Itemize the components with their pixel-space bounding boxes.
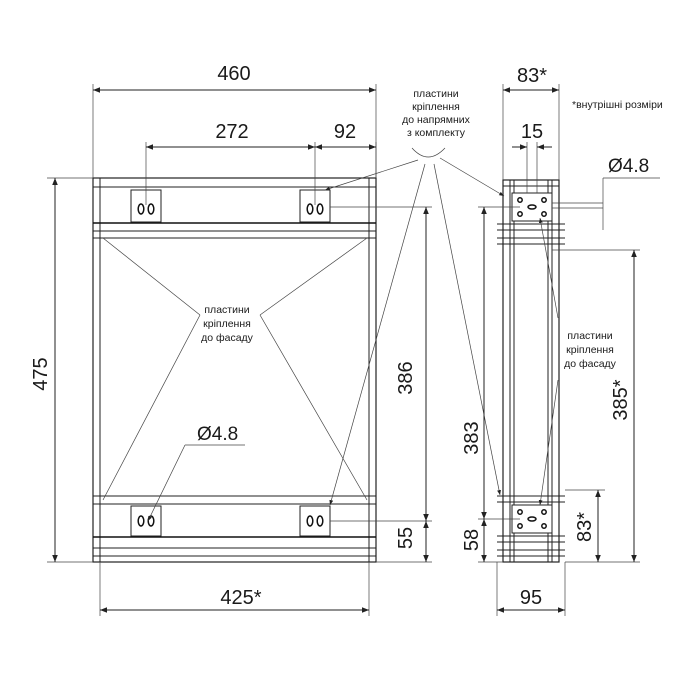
front-facade-label-2: кріплення — [203, 318, 251, 330]
dim-hole-spacing: 272 — [215, 121, 248, 143]
side-dim-383: 383 — [461, 421, 483, 454]
side-bottom-plate — [511, 504, 553, 534]
side-dim-hole-spacing: 15 — [521, 121, 543, 143]
bottom-left-plate — [130, 505, 162, 537]
front-view: пластини кріплення до фасаду Ø4.8 460 27… — [30, 63, 432, 616]
side-dim-top-width: 83* — [517, 65, 547, 87]
side-facade-label-3: до фасаду — [564, 358, 617, 370]
bottom-right-plate — [299, 505, 331, 537]
side-facade-label-2: кріплення — [566, 344, 614, 356]
dim-side-offset: 92 — [334, 121, 356, 143]
dim-bottom-offset: 55 — [395, 527, 417, 549]
guide-label-3: до напрямних — [402, 114, 470, 126]
guide-label-4: з комплекту — [407, 127, 466, 139]
dim-guide-height: 386 — [395, 361, 417, 394]
guide-plates-callout: пластини кріплення до напрямних з компле… — [324, 88, 505, 506]
side-dim-bottom-width: 95 — [520, 587, 542, 609]
side-outer-frame — [502, 179, 560, 563]
dim-inner-width: 425* — [220, 587, 261, 609]
side-dim-58: 58 — [461, 529, 483, 551]
dim-overall-width: 460 — [217, 63, 250, 85]
front-outer-frame — [92, 177, 377, 563]
side-dim-hole-diameter: Ø4.8 — [608, 156, 649, 177]
side-facade-label-1: пластини — [567, 330, 612, 342]
front-hole-diameter: Ø4.8 — [197, 424, 238, 445]
dim-height: 475 — [30, 357, 52, 390]
side-dim-83-bottom: 83* — [574, 512, 596, 542]
side-view: пластини кріплення до фасаду 83* 15 Ø4.8… — [461, 65, 660, 616]
top-right-plate — [299, 189, 331, 223]
front-facade-label-1: пластини — [204, 304, 249, 316]
side-dim-inner-height: 385* — [610, 379, 632, 420]
inner-dimensions-note: *внутрішні розміри — [572, 99, 663, 111]
front-facade-label-3: до фасаду — [201, 332, 254, 344]
guide-label-1: пластини — [413, 88, 458, 100]
guide-label-2: кріплення — [412, 101, 460, 113]
